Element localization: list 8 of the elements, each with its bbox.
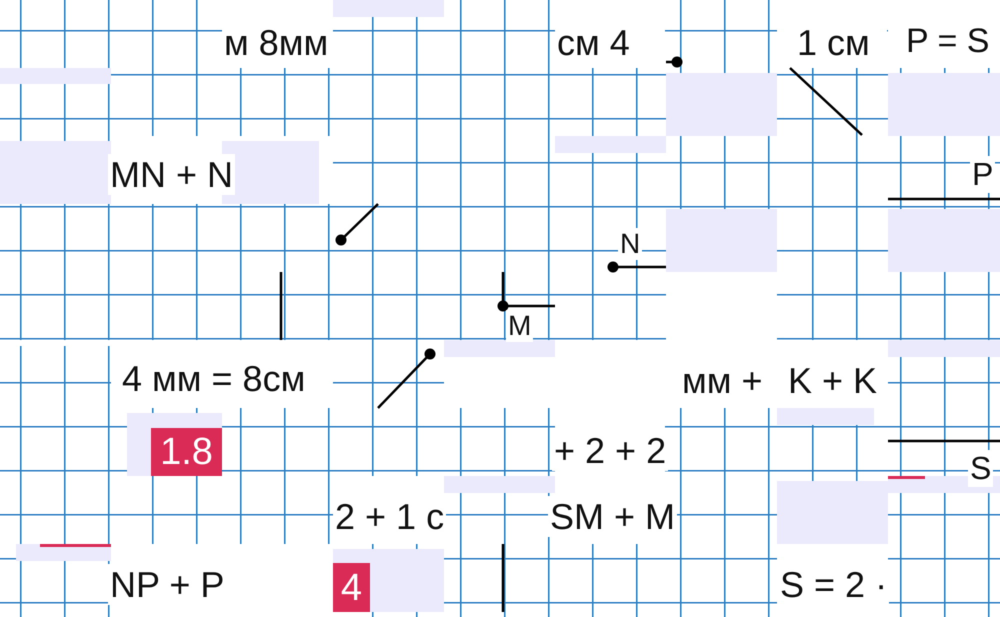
formula-text: N bbox=[618, 228, 642, 260]
number-badge: 1.8 bbox=[151, 428, 222, 476]
number-badge: 4 bbox=[333, 563, 370, 612]
formula-text: M bbox=[506, 310, 534, 342]
formula-text: P bbox=[970, 156, 996, 193]
formula-text: MN + N bbox=[108, 154, 236, 196]
formula-text: S bbox=[968, 450, 994, 487]
formula-text: SM + M bbox=[548, 496, 678, 538]
